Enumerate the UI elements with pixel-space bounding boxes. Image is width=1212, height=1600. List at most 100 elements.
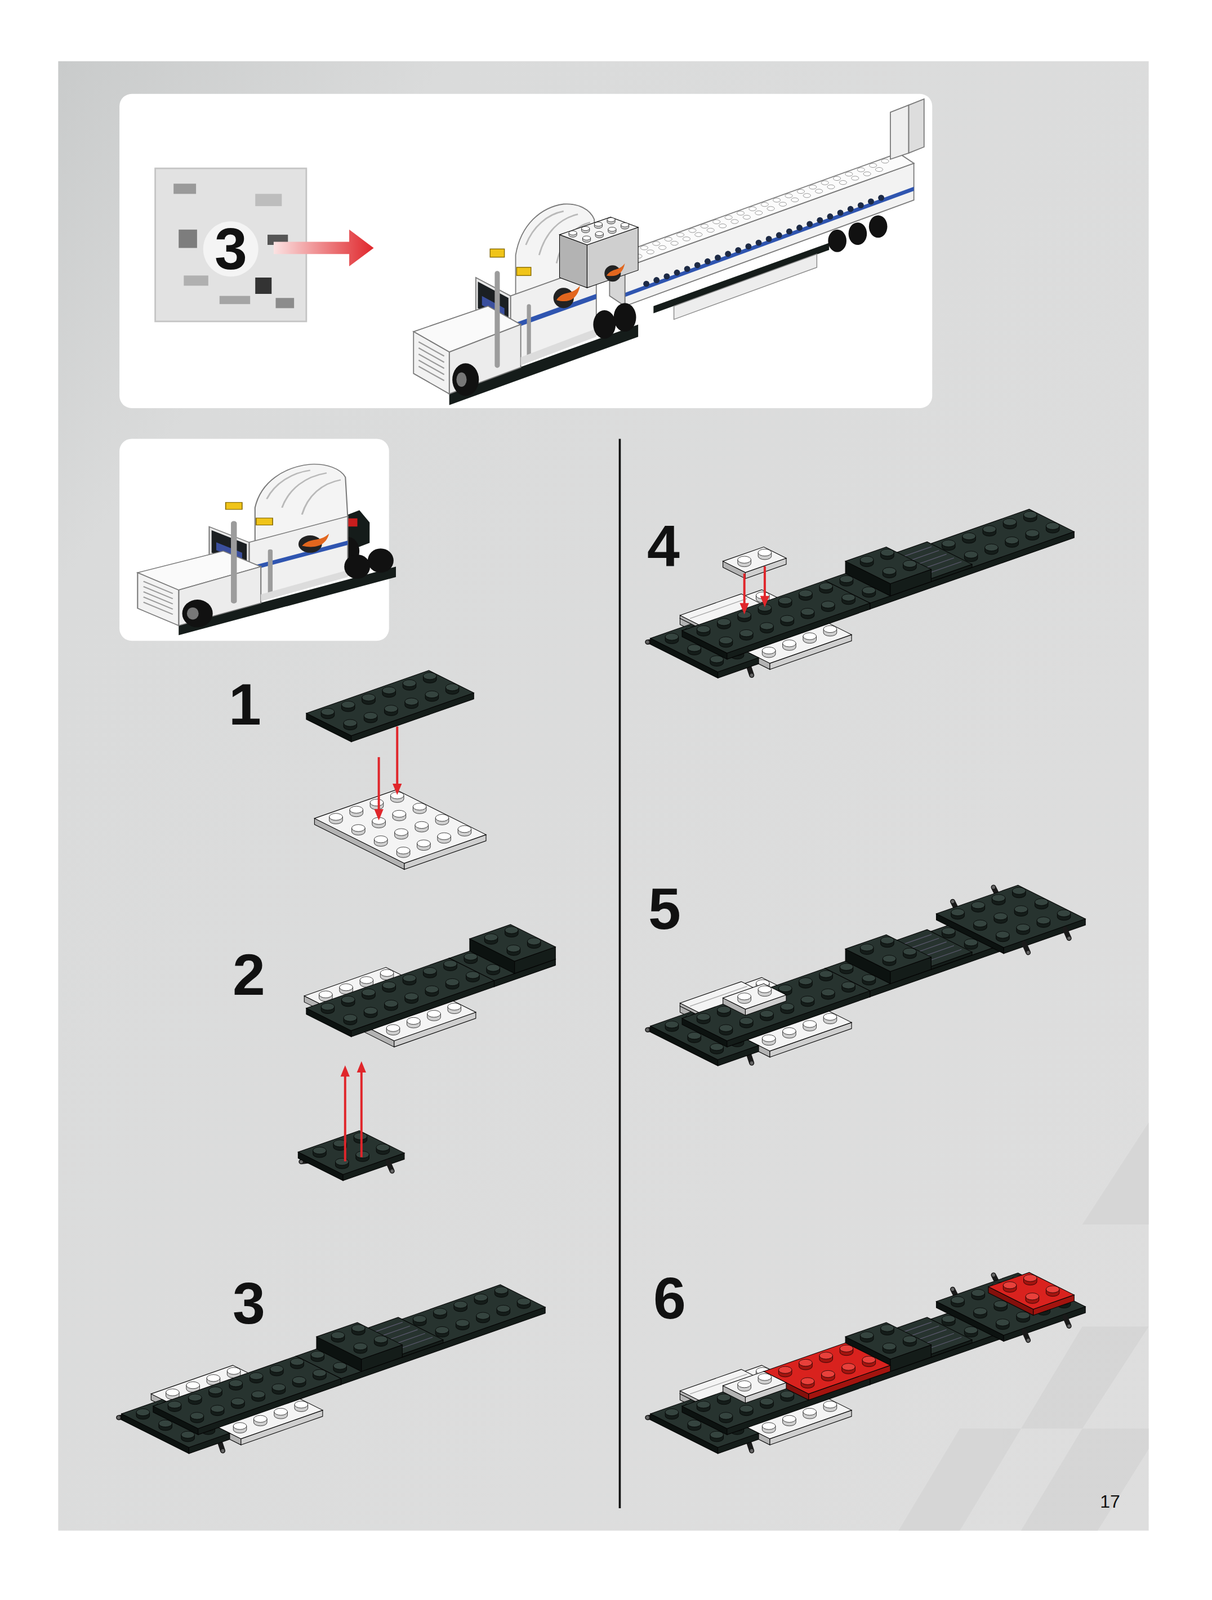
stud-top <box>687 1032 702 1040</box>
stud-top <box>778 985 792 992</box>
assembly-arrow <box>344 1075 347 1162</box>
stud-top <box>860 944 874 952</box>
stud-top <box>991 894 1006 902</box>
trailer-side-stud <box>663 273 670 280</box>
trailer-side-stud <box>694 262 701 269</box>
stud-top <box>402 974 417 982</box>
stud-top <box>758 986 772 993</box>
stud-top <box>447 1003 462 1011</box>
trailer-stud <box>767 206 775 211</box>
stud-top <box>799 590 813 597</box>
step-number: 2 <box>232 945 266 1005</box>
trailer-side-stud <box>765 235 773 243</box>
stud-top <box>1045 522 1060 530</box>
trailer-stud <box>640 246 648 251</box>
assembly-arrow <box>395 727 399 787</box>
trailer-side-stud <box>704 258 711 265</box>
stud-top <box>351 825 366 832</box>
assembly-arrow <box>743 573 746 606</box>
pin-end <box>1067 937 1071 941</box>
stud-top <box>339 983 354 991</box>
stud-top <box>1036 917 1051 925</box>
stud-top <box>380 969 394 977</box>
trailer-side-stud <box>857 202 864 209</box>
stud-top <box>1023 511 1038 519</box>
stud-top <box>362 988 376 996</box>
assembly-arrow <box>360 1070 363 1158</box>
brick-top <box>845 934 931 972</box>
brick-top <box>297 1130 405 1175</box>
pin-end <box>750 1449 754 1454</box>
stud-top <box>453 1301 468 1309</box>
trailer-side-stud <box>837 209 844 216</box>
stud-top <box>272 1384 286 1392</box>
assembly-arrow <box>377 757 381 812</box>
trailer-stud <box>749 206 757 211</box>
stud-top <box>973 920 988 928</box>
trailer-stud <box>821 180 829 185</box>
stud-top <box>973 1308 988 1316</box>
stud-top <box>880 549 895 556</box>
trailer-stud <box>791 197 799 202</box>
pin-end <box>951 1288 955 1292</box>
stud-top <box>799 978 813 986</box>
stud-top <box>433 1308 448 1316</box>
stud-top <box>294 1401 309 1409</box>
stud-top <box>594 221 603 226</box>
stud-top <box>1045 1286 1060 1294</box>
page-number: 17 <box>1099 1493 1121 1512</box>
stud-top <box>1034 898 1049 906</box>
trailer-stud <box>869 163 877 168</box>
brick-top <box>296 1285 546 1380</box>
trailer-stud <box>832 176 841 181</box>
bag-number: 3 <box>214 219 248 279</box>
stud-top <box>760 1010 774 1018</box>
stud-top <box>186 1382 200 1389</box>
stud-top <box>474 1294 488 1301</box>
trailer-stud <box>700 224 708 229</box>
stud-top <box>941 928 956 935</box>
trailer-stud <box>713 219 721 224</box>
stud-top <box>290 1358 305 1366</box>
stud-top <box>466 972 480 979</box>
stud-top <box>455 1320 470 1327</box>
stud-top <box>782 1027 797 1035</box>
trailer-stud <box>827 184 835 189</box>
stud-top <box>696 625 711 633</box>
stud-top <box>422 967 437 975</box>
stud-top <box>1025 1293 1040 1301</box>
trailer-stud <box>785 193 793 198</box>
stud-top <box>476 1312 490 1320</box>
stud-top <box>349 806 364 814</box>
complete-truck <box>413 99 924 406</box>
stud-top <box>964 1326 978 1334</box>
brick-top <box>306 670 474 737</box>
trailer-stud <box>815 189 823 194</box>
stud-top <box>404 993 419 1001</box>
trailer-side-stud <box>806 220 813 227</box>
stud-top <box>803 633 817 640</box>
trailer-stud <box>875 167 883 172</box>
stud-top <box>406 1017 421 1025</box>
stud-top <box>687 644 702 652</box>
stud-top <box>376 1144 390 1152</box>
stud-top <box>819 970 833 978</box>
trailer-stud <box>731 219 739 224</box>
stud-top <box>665 1021 679 1029</box>
brick-top <box>306 958 495 1032</box>
trailer-side-stud <box>745 243 752 250</box>
stud-top <box>839 963 854 971</box>
stud-top <box>167 1401 182 1409</box>
trailer-side-stud <box>674 269 681 276</box>
trailer-stud <box>676 232 685 237</box>
stud-top <box>739 629 753 637</box>
stud-top <box>1012 887 1027 895</box>
step1-parts <box>306 670 487 870</box>
brick-top <box>314 790 487 864</box>
stud-top <box>464 953 478 961</box>
stud-top <box>994 912 1008 920</box>
trailer-side-stud <box>714 254 721 261</box>
stud-top <box>737 993 752 1001</box>
stud-top <box>710 1043 724 1051</box>
